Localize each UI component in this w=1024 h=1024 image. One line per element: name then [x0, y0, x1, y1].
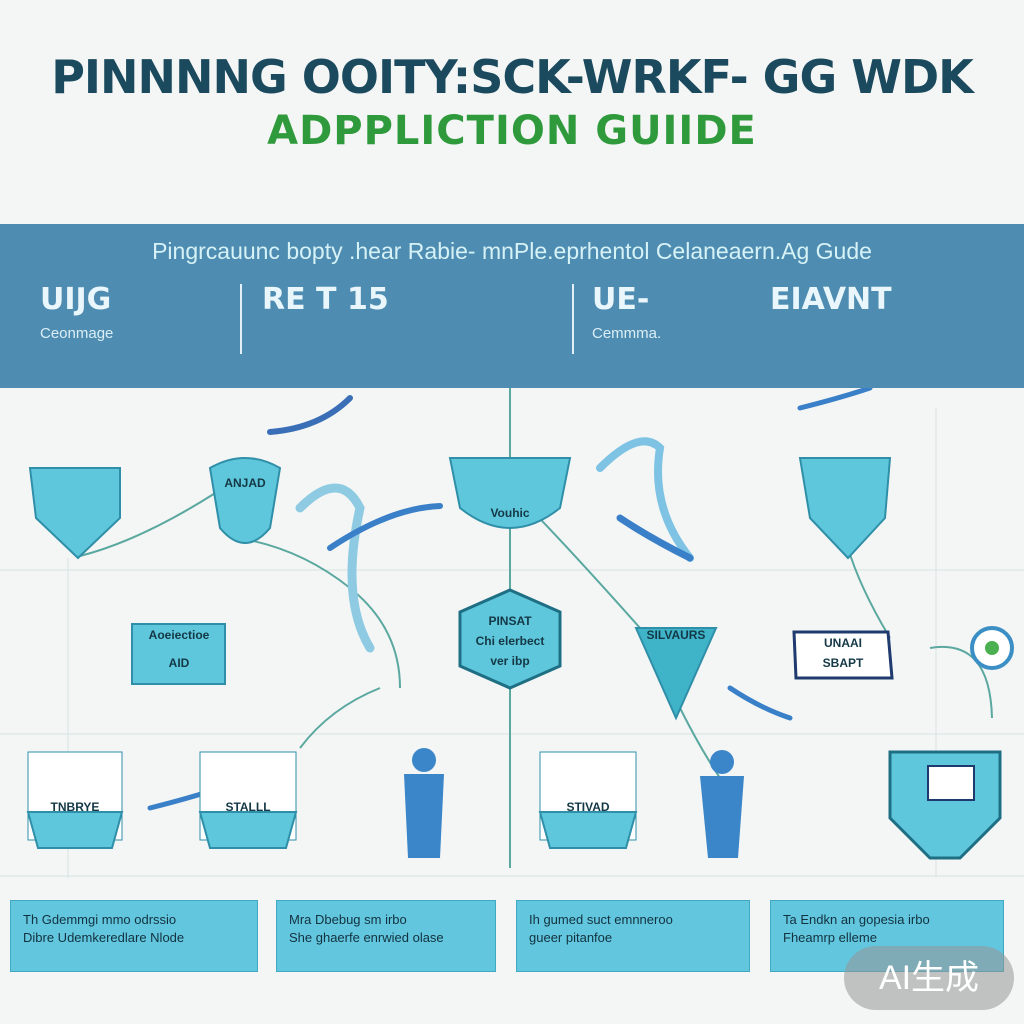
box-node-label: Aoeiectioe: [148, 628, 210, 642]
description-card: Mra Dbebug sm irbo She ghaerfe enrwied o…: [276, 900, 496, 972]
header-banner: Pingrcauunc bopty .hear Rabie- mnPle.epr…: [0, 224, 1024, 388]
hexagon-label-3: ver ibp: [490, 654, 530, 668]
banner-column-heading: UE-: [592, 282, 650, 317]
banner-divider: [240, 284, 242, 354]
ai-generated-watermark: AI生成: [844, 946, 1014, 1010]
leaf-card-node[interactable]: [538, 751, 638, 849]
banner-column: RE T 15: [262, 282, 389, 362]
monitor-node[interactable]: [888, 750, 1002, 860]
banner-column-heading: RE T 15: [262, 282, 389, 317]
card-line: Ta Endkn an gopesia irbo: [783, 912, 930, 927]
person-icon: [404, 748, 444, 858]
card-line: Th Gdemmgi mmo odrssio: [23, 912, 177, 927]
description-card: Th Gdemmgi mmo odrssio Dibre Udemkeredla…: [10, 900, 258, 972]
hexagon-node-center[interactable]: [458, 588, 562, 690]
shield-node-left[interactable]: [28, 467, 121, 560]
card-line: Mra Dbebug sm irbo: [289, 912, 407, 927]
sign-node-label-2: SBAPT: [822, 656, 864, 670]
leaf-card-label: STALLL: [225, 800, 271, 814]
banner-column: UE- Cemmma.: [592, 282, 661, 362]
leaf-card-node[interactable]: [26, 751, 124, 849]
circle-node-dot: [985, 641, 999, 655]
leaf-card-node[interactable]: [198, 751, 298, 849]
banner-column-heading: EIAVNT: [770, 282, 892, 317]
card-line: Dibre Udemkeredlare Nlode: [23, 930, 185, 945]
page-subtitle: ADPPLICTION GUIIDE: [267, 108, 757, 154]
banner-column-caption: Cemmma.: [592, 325, 662, 342]
cup-node[interactable]: [448, 457, 572, 529]
card-line: Fheamrp elleme: [783, 930, 877, 945]
banner-column: EIAVNT: [770, 282, 892, 362]
card-line: She ghaerfe enrwied olase: [289, 930, 444, 945]
banner-column-caption: Ceonmage: [40, 325, 114, 342]
banner-tagline: Pingrcauunc bopty .hear Rabie- mnPle.epr…: [152, 238, 872, 264]
card-line: Ih gumed suct emnneroo: [529, 912, 673, 927]
description-card: Ih gumed suct emnneroo gueer pitanfoe: [516, 900, 750, 972]
pick-node[interactable]: [208, 457, 282, 544]
pick-node-label: ANJAD: [224, 476, 266, 490]
hexagon-label-2: Chi elerbect: [475, 634, 545, 648]
shield-node-right[interactable]: [798, 457, 892, 560]
decorative-strokes: [147, 388, 873, 811]
card-line: gueer pitanfoe: [529, 930, 613, 945]
hexagon-label-1: PINSAT: [488, 614, 532, 628]
funnel-node-label: SILVAURS: [646, 628, 706, 642]
leaf-card-label: STIVAD: [566, 800, 610, 814]
funnel-node[interactable]: [634, 627, 718, 721]
sign-node-label-1: UNAAI: [824, 636, 862, 650]
page-title: PINNNNG OOITY:SCK-WRKF- GG WDK: [51, 50, 974, 104]
box-node-left[interactable]: [131, 623, 226, 685]
box-node-sublabel: AID: [168, 656, 190, 670]
cup-node-label: Vouhic: [490, 506, 530, 520]
person-icon: [700, 750, 744, 858]
background-grid: [0, 408, 1024, 878]
leaf-card-label: TNBRYE: [50, 800, 100, 814]
banner-column: UIJG Ceonmage: [40, 282, 113, 362]
flow-diagram: [0, 388, 1024, 878]
banner-column-heading: UIJG: [40, 282, 112, 317]
sign-node[interactable]: [792, 630, 894, 680]
banner-divider: [572, 284, 574, 354]
